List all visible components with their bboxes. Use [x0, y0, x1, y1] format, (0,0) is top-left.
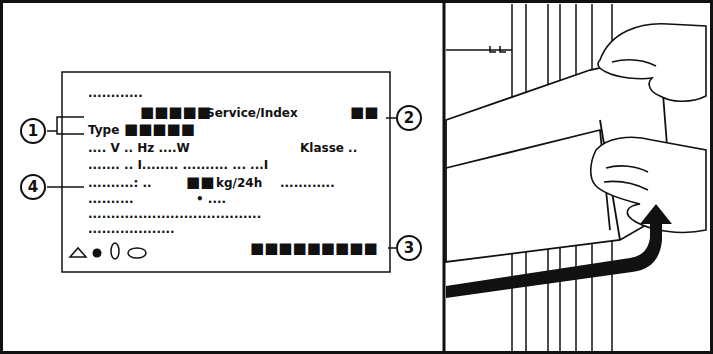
plate-text: ...................: [88, 222, 175, 236]
placeholder-blocks: ■■■■■: [140, 104, 211, 120]
callout-circle: 2: [396, 105, 422, 131]
callout-number: 2: [404, 109, 414, 127]
rating-plate: [62, 72, 390, 272]
plate-text: .... V .. Hz ....W: [88, 141, 190, 155]
plate-text: Klasse ..: [300, 141, 357, 155]
callout-circle: 4: [20, 174, 46, 200]
placeholder-blocks: ■■: [186, 174, 214, 190]
plate-text: ............: [88, 86, 143, 100]
placeholder-blocks: ■■■■■: [124, 121, 195, 137]
plate-text: Service/Index: [206, 106, 298, 120]
plate-text: ............: [280, 176, 335, 190]
plate-text: kg/24h: [216, 176, 262, 190]
callout-number: 3: [404, 239, 414, 257]
callout-number: 4: [28, 178, 38, 196]
plate-text: ..........: [88, 192, 134, 206]
plate-text: ....... .. I........ .......... ... ...I: [88, 158, 268, 172]
hands: [591, 24, 706, 233]
plate-text: • ....: [196, 192, 226, 206]
plate-text: ..........: ..: [88, 176, 152, 190]
callout-circle: 1: [20, 118, 46, 144]
plate-text: ......................................: [88, 207, 261, 221]
callout-circle: 3: [396, 235, 422, 261]
motion-arrow: [446, 204, 672, 298]
placeholder-blocks: ■■: [350, 104, 378, 120]
placeholder-blocks: ■■■■■■■■■: [250, 240, 378, 256]
symbols: [70, 243, 146, 259]
callout-number: 1: [28, 122, 38, 140]
plate-text: Type: [88, 123, 119, 137]
